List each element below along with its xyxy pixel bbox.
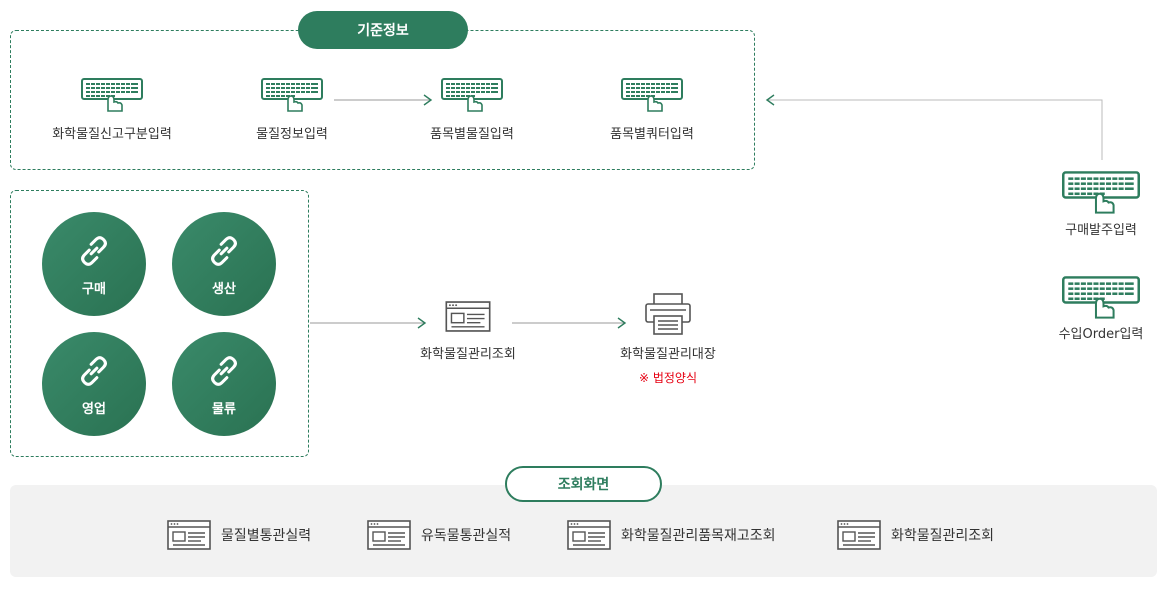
inquiry-screen-item[interactable]: 화학물질관리품목재고조회 [567,520,776,550]
ledger-note: ※ 법정양식 [638,371,698,385]
module-label: 물류 [212,401,236,417]
inquiry-screen-item[interactable]: 화학물질관리조회 [837,520,994,550]
screen-icon [837,520,881,550]
module-sales[interactable]: 영업 [42,332,146,436]
screen-icon [367,520,411,550]
inquiry-screen-label: 유독물통관실적 [421,528,512,544]
master-item-label[interactable]: 품목별쿼터입력 [610,127,694,142]
inquiry-screen-label: 물질별통관실력 [221,528,312,544]
keyboard-icon[interactable] [1062,171,1140,214]
inquiry-screen-label: 화학물질관리조회 [891,528,995,544]
module-production[interactable]: 생산 [172,212,276,316]
keyboard-icon[interactable] [1062,276,1140,319]
master-item-label[interactable]: 품목별물질입력 [430,127,514,142]
inquiry-screen-label: 화학물질관리품목재고조회 [621,528,776,544]
modules-box [10,190,309,457]
link-icon [75,232,113,270]
module-label: 영업 [82,401,106,417]
printer-icon[interactable] [644,292,692,336]
inquiry-screen-item[interactable]: 유독물통관실적 [367,520,511,550]
right-input-label[interactable]: 수입Order입력 [1058,327,1144,342]
inquiry-label[interactable]: 화학물질관리조회 [420,347,516,362]
master-item-label[interactable]: 화학물질신고구분입력 [52,127,172,142]
inquiry-screen-item[interactable]: 물질별통관실력 [167,520,311,550]
ledger-label[interactable]: 화학물질관리대장 [620,347,716,362]
right-input-label[interactable]: 구매발주입력 [1065,223,1137,238]
module-purchase[interactable]: 구매 [42,212,146,316]
screen-icon[interactable] [445,301,491,332]
link-icon [75,352,113,390]
master-item-label[interactable]: 물질정보입력 [256,127,328,142]
link-icon [205,352,243,390]
screen-icon [567,520,611,550]
master-info-title: 기준정보 [298,11,468,49]
screen-icon [167,520,211,550]
module-label: 구매 [82,281,106,297]
inquiry-screens-title: 조회화면 [505,466,662,502]
module-logistics[interactable]: 물류 [172,332,276,436]
module-label: 생산 [212,281,236,297]
link-icon [205,232,243,270]
